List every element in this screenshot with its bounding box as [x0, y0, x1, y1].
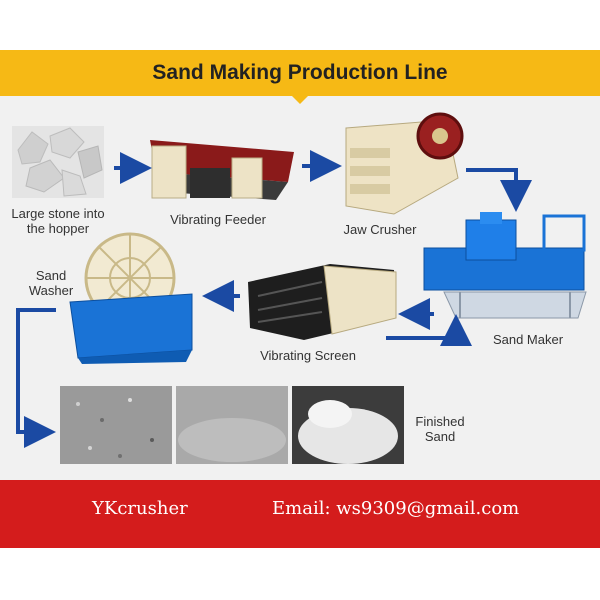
sand-washer-image [69, 232, 193, 364]
label-sand-washer: Sand Washer [28, 268, 74, 298]
finished-sand-image-3 [292, 386, 404, 464]
arrow-screen-return [386, 314, 472, 346]
title-banner [0, 50, 600, 96]
banner-pointer [291, 95, 309, 104]
vibrating-feeder-image [150, 140, 294, 200]
page-title: Sand Making Production Line [152, 61, 448, 84]
label-vibrating-feeder: Vibrating Feeder [170, 212, 266, 227]
label-large-stone: Large stone into the hopper [11, 206, 105, 236]
large-stone-image [12, 126, 104, 198]
jaw-crusher-image [345, 112, 464, 215]
finished-sand-image-1 [60, 386, 172, 464]
footer-bar [0, 480, 600, 548]
label-sand-maker: Sand Maker [492, 332, 564, 347]
sand-maker-image [423, 212, 587, 319]
finished-sand-image-2 [176, 386, 288, 464]
footer-brand: YKcrusher [92, 498, 188, 519]
footer-email: Email: ws9309@gmail.com [272, 498, 520, 519]
label-jaw-crusher: Jaw Crusher [343, 222, 417, 237]
vibrating-screen-image [248, 264, 397, 340]
label-vibrating-screen: Vibrating Screen [260, 348, 356, 363]
arrow-washer-to-sand [16, 308, 56, 448]
label-finished-sand: Finished Sand [415, 414, 465, 444]
arrow-crusher-to-sandmaker [466, 168, 532, 212]
